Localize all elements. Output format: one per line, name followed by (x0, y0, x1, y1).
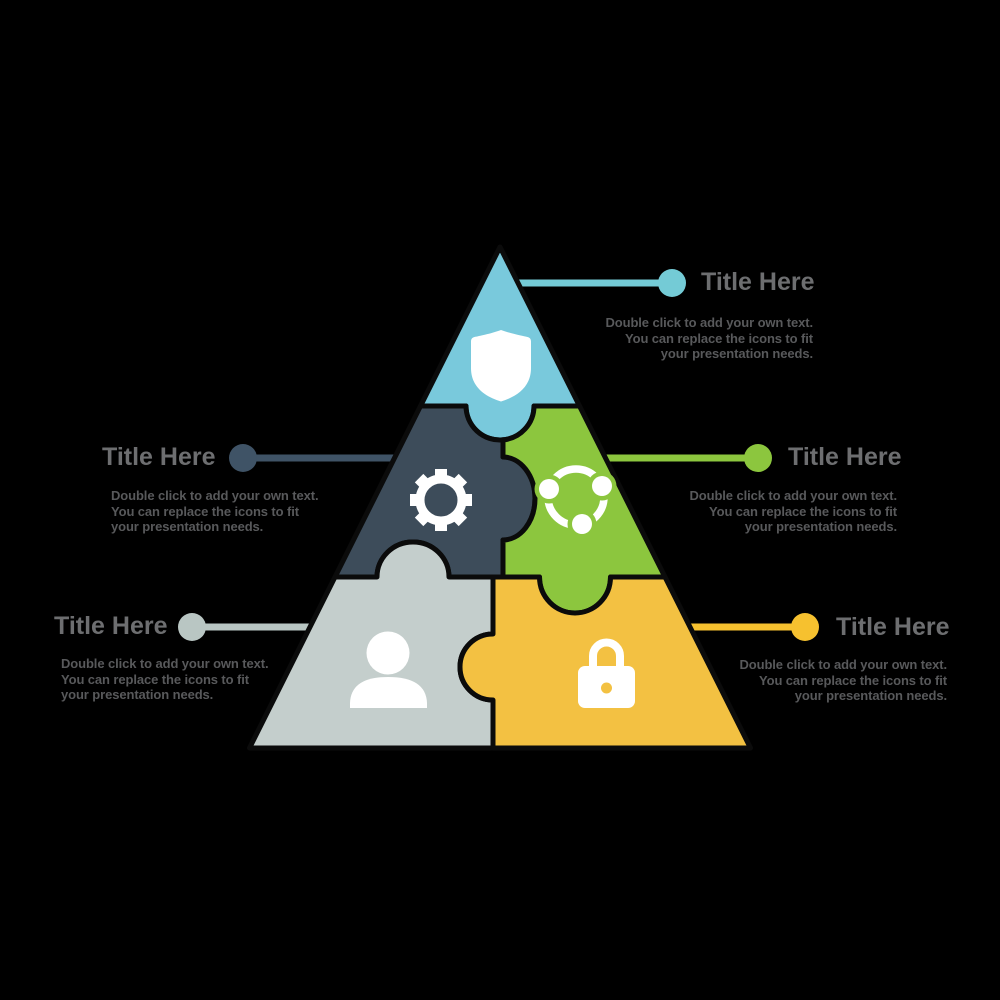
connector-dots (178, 269, 819, 641)
body-line: Double click to add your own text. (689, 488, 897, 503)
gear-icon[interactable] (410, 469, 472, 531)
callout-title-bottom-left[interactable]: Title Here (54, 612, 168, 640)
body-line: your presentation needs. (744, 519, 897, 534)
network-icon[interactable] (534, 465, 617, 539)
callout-title-top-right[interactable]: Title Here (701, 268, 815, 296)
body-line: your presentation needs. (660, 346, 813, 361)
callout-body-bottom-right[interactable]: Double click to add your own text. You c… (687, 657, 947, 704)
callout-body-top-right[interactable]: Double click to add your own text. You c… (553, 315, 813, 362)
body-line: Double click to add your own text. (61, 656, 269, 671)
shield-icon[interactable] (471, 330, 531, 402)
dot-bottom-right (791, 613, 819, 641)
body-line: Double click to add your own text. (739, 657, 947, 672)
dot-bottom-left (178, 613, 206, 641)
puzzle-piece-bottom-right[interactable] (457, 574, 753, 751)
dot-top-right (658, 269, 686, 297)
body-line: You can replace the icons to fit (625, 330, 813, 346)
body-line: You can replace the icons to fit (759, 672, 947, 688)
callout-body-middle-right[interactable]: Double click to add your own text. You c… (637, 488, 897, 535)
body-line: You can replace the icons to fit (709, 503, 897, 519)
body-line: your presentation needs. (794, 688, 947, 703)
body-line: your presentation needs. (61, 687, 214, 702)
dot-middle-left (229, 444, 257, 472)
callout-title-middle-right[interactable]: Title Here (788, 443, 902, 471)
callout-body-middle-left[interactable]: Double click to add your own text. You c… (111, 488, 371, 535)
body-line: your presentation needs. (111, 519, 264, 534)
body-line: You can replace the icons to fit (111, 503, 299, 519)
piece-icons (350, 330, 635, 708)
callout-body-bottom-left[interactable]: Double click to add your own text. You c… (61, 656, 321, 703)
callout-title-bottom-right[interactable]: Title Here (836, 613, 950, 641)
person-icon[interactable] (350, 631, 427, 709)
body-line: You can replace the icons to fit (61, 671, 249, 687)
callout-title-middle-left[interactable]: Title Here (102, 443, 216, 471)
dot-middle-right (744, 444, 772, 472)
body-line: Double click to add your own text. (605, 315, 813, 330)
body-line: Double click to add your own text. (111, 488, 319, 503)
lock-icon[interactable] (578, 638, 635, 709)
